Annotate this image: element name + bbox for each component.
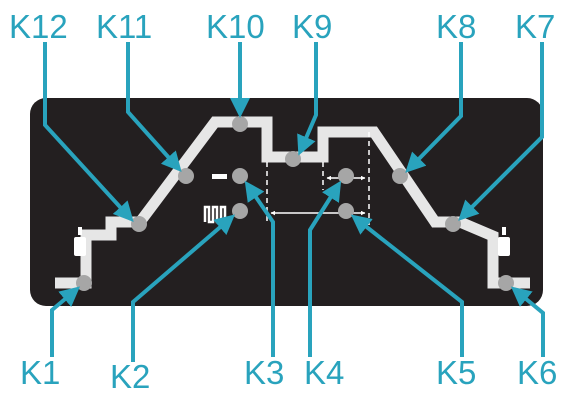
label-k4: K4: [304, 354, 344, 391]
cycle-path: [55, 116, 530, 289]
label-k9: K9: [292, 8, 332, 45]
knob-k4: [338, 168, 354, 184]
label-k3: K3: [244, 354, 284, 391]
label-k1: K1: [20, 354, 60, 391]
knob-k11: [178, 168, 194, 184]
knob-k1: [76, 275, 92, 291]
label-k8: K8: [436, 8, 476, 45]
pulse-waveform-icon: [203, 205, 227, 224]
knob-k2: [232, 203, 248, 219]
leader-k5: [350, 214, 464, 357]
knob-k3: [232, 168, 248, 184]
label-k5: K5: [436, 354, 476, 391]
leader-k3: [244, 180, 275, 357]
knob-k7: [445, 216, 461, 232]
label-k6: K6: [517, 354, 557, 391]
leader-lines: [43, 42, 545, 362]
leader-k2: [131, 214, 236, 362]
gas-cylinder-icon: [498, 227, 510, 256]
leader-k6: [510, 286, 545, 357]
knob-k5: [338, 203, 354, 219]
leader-k7: [458, 42, 544, 221]
knob-markers: [76, 116, 514, 291]
knob-k8: [392, 168, 408, 184]
knob-k9: [285, 151, 301, 167]
leader-k11: [126, 42, 182, 172]
leader-k1: [50, 286, 81, 357]
label-k10: K10: [206, 8, 265, 45]
leader-k12: [43, 42, 134, 222]
knob-k12: [131, 216, 147, 232]
leader-k9: [297, 42, 318, 156]
leader-k4: [308, 180, 342, 357]
dashed-guides: [266, 132, 370, 225]
diagram-panel: [30, 98, 543, 306]
label-k11: K11: [96, 8, 152, 45]
label-k12: K12: [9, 8, 68, 45]
leader-k8: [405, 42, 463, 173]
knob-k6: [498, 275, 514, 291]
minus-icon: [212, 174, 227, 179]
label-k2: K2: [110, 358, 150, 395]
label-k7: K7: [515, 8, 555, 45]
gas-cylinder-icon: [74, 227, 86, 256]
knob-k10: [232, 116, 248, 132]
